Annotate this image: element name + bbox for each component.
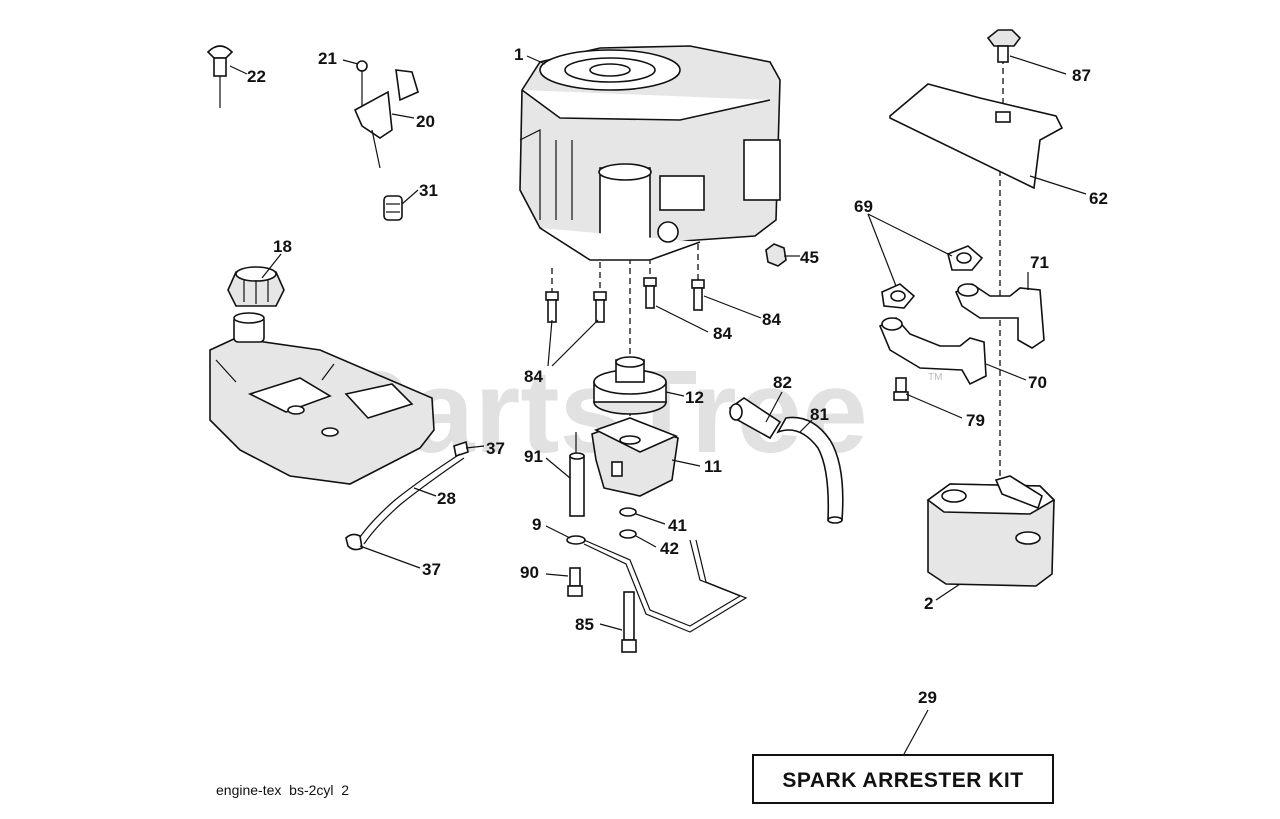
callout-12: 12: [685, 388, 704, 407]
callout-85: 85: [575, 615, 594, 634]
fuel-cap: [227, 266, 285, 307]
callout-91: 91: [524, 447, 543, 466]
pipe-fitting: [729, 397, 782, 440]
callout-84-left: 84: [524, 367, 543, 386]
fuel-tank: [209, 312, 435, 485]
callout-87: 87: [1072, 66, 1091, 85]
exhaust-hose: [776, 416, 844, 524]
diagram-caption: engine-tex bs-2cyl 2: [216, 782, 349, 798]
callout-37-upper: 37: [486, 439, 505, 458]
spacer-tube: [569, 432, 585, 517]
spark-arrester-kit-label: SPARK ARRESTER KIT: [782, 769, 1023, 792]
engine: [519, 45, 781, 261]
callout-81: 81: [810, 405, 829, 424]
callout-62: 62: [1089, 189, 1108, 208]
exhaust-pipe-upper: [954, 283, 1045, 349]
callout-42: 42: [660, 539, 679, 558]
long-bolt: [621, 591, 637, 653]
short-bolt: [567, 567, 583, 597]
washers: [619, 507, 637, 539]
engine-bolts: [545, 277, 705, 323]
callout-18: 18: [273, 237, 292, 256]
electric-clutch: [591, 417, 679, 497]
watermark-tm: TM: [928, 372, 942, 383]
muffler-screw: [893, 377, 909, 401]
fuel-line: [345, 440, 469, 551]
dipstick-knob: [206, 45, 234, 108]
callout-41: 41: [668, 516, 687, 535]
spark-arrester-kit-box: SPARK ARRESTER KIT: [752, 754, 1054, 804]
callout-70: 70: [1028, 373, 1047, 392]
callout-28: 28: [437, 489, 456, 508]
callout-29: 29: [918, 688, 937, 707]
callout-84-right: 84: [762, 310, 781, 329]
gaskets: [881, 245, 984, 309]
callout-1: 1: [514, 45, 523, 64]
hex-nut: [765, 243, 787, 267]
callout-22: 22: [247, 67, 266, 86]
callout-71: 71: [1030, 253, 1049, 272]
muffler: [926, 475, 1056, 587]
callout-9: 9: [532, 515, 541, 534]
leader-lines: [229, 55, 1087, 755]
exhaust-pipe-lower: [878, 317, 987, 386]
callout-21: 21: [318, 49, 337, 68]
callout-45: 45: [800, 248, 819, 267]
pulley: [593, 356, 667, 415]
heat-shield-knob: [986, 29, 1022, 63]
callout-90: 90: [520, 563, 539, 582]
small-nut: [383, 195, 403, 221]
callout-2: 2: [924, 594, 933, 613]
support-rod: [566, 535, 748, 633]
throttle-bracket: [353, 60, 419, 169]
callout-labels: 1 22 21 20 31 18 37 28 37 45 84 84 84 12…: [247, 45, 1108, 707]
callout-84-middle: 84: [713, 324, 732, 343]
callout-31: 31: [419, 181, 438, 200]
callout-69: 69: [854, 197, 873, 216]
callout-79: 79: [966, 411, 985, 430]
callout-82: 82: [773, 373, 792, 392]
heat-shield: [889, 83, 1064, 190]
callout-11: 11: [704, 457, 722, 476]
callout-20: 20: [416, 112, 435, 131]
callout-37-lower: 37: [422, 560, 441, 579]
